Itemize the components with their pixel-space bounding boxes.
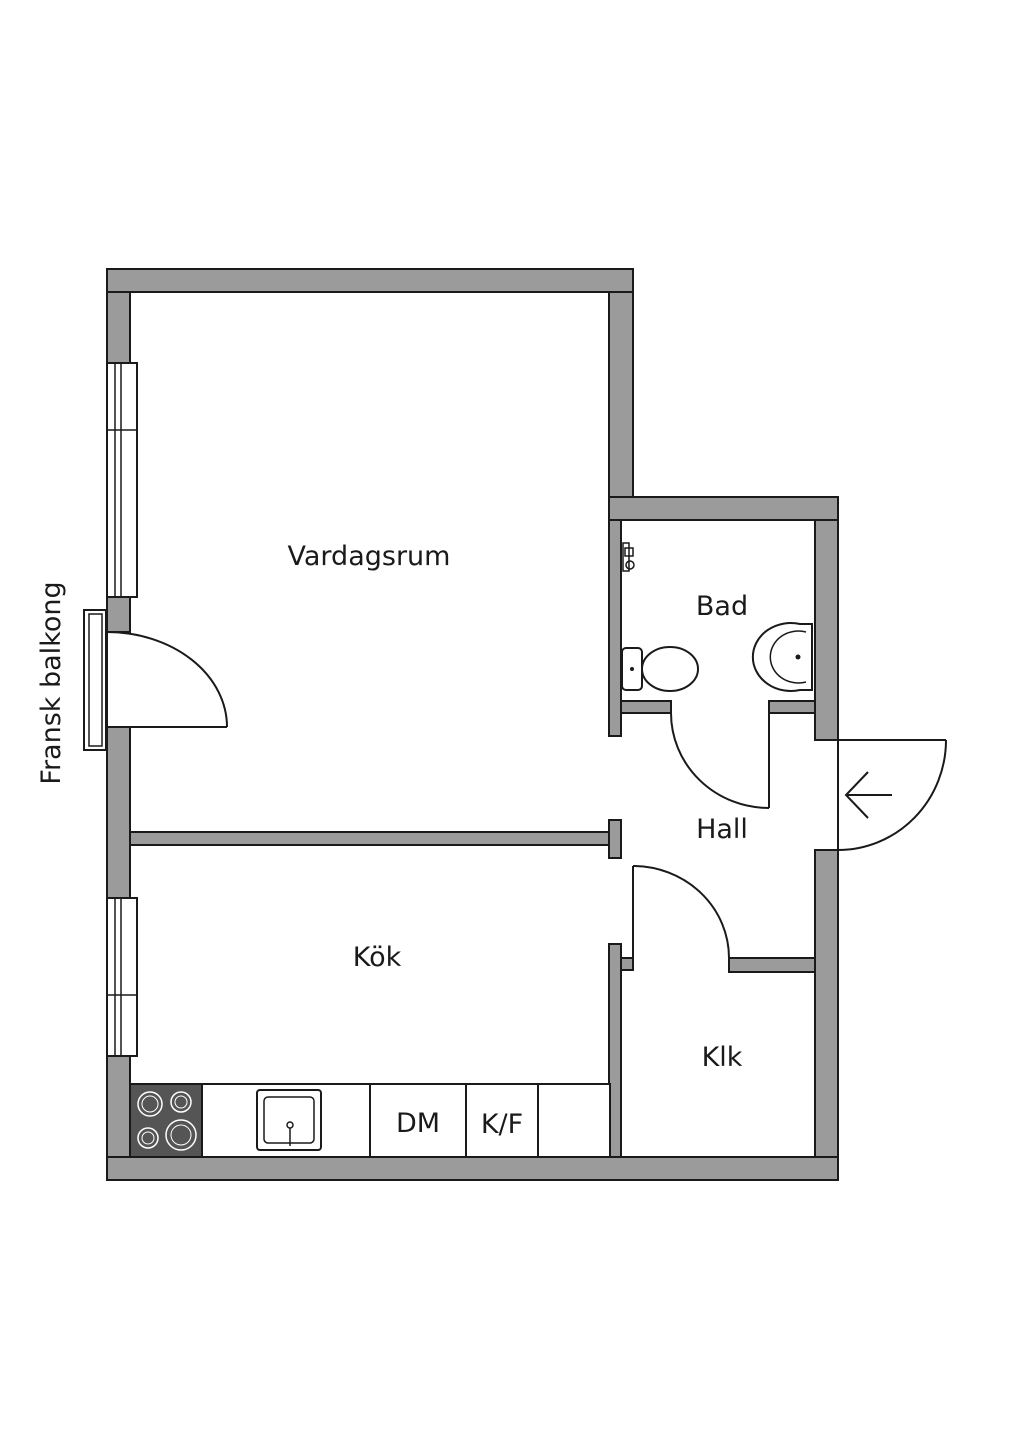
entrance-arrow-icon bbox=[844, 771, 892, 819]
balcony-label: Fransk balkong bbox=[36, 581, 67, 784]
sink-icon bbox=[256, 1089, 322, 1151]
walls bbox=[106, 268, 839, 1181]
dishwasher-label: DM bbox=[396, 1108, 440, 1139]
toilet-icon bbox=[621, 646, 699, 692]
shower-icon bbox=[622, 542, 635, 572]
fridge-freezer-label: K/F bbox=[481, 1109, 523, 1140]
door-swing-icon bbox=[632, 712, 947, 959]
room-label-klk: Klk bbox=[702, 1042, 743, 1073]
window-icon bbox=[106, 362, 138, 1057]
room-label-kok: Kök bbox=[353, 942, 402, 973]
room-label-vardagsrum: Vardagsrum bbox=[288, 541, 451, 572]
washbasin-icon bbox=[751, 622, 813, 692]
stove-icon bbox=[129, 1083, 203, 1158]
room-label-hall: Hall bbox=[696, 814, 748, 845]
room-label-bad: Bad bbox=[696, 591, 748, 622]
french-balcony bbox=[83, 609, 228, 751]
